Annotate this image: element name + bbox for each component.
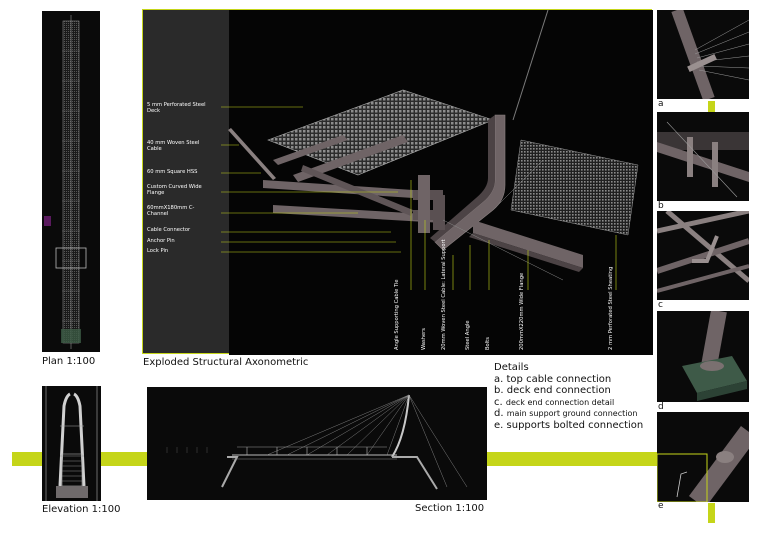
detail-b-svg (657, 121, 749, 198)
datum-stub (708, 503, 715, 523)
elevation-svg (45, 386, 98, 501)
details-item-a: a. top cable connection (494, 373, 612, 385)
details-item-d: d. main support ground connection (494, 408, 638, 419)
detail-e-image (656, 412, 758, 508)
label-angle-cable-tie: Angle Supporting Cable Tie (394, 279, 400, 350)
datum-band (487, 452, 660, 466)
label-perforated-deck: 5 mm Perforated Steel Deck (147, 102, 206, 114)
detail-d-letter: d (658, 402, 664, 412)
label-cable-connector: Cable Connector (147, 227, 191, 233)
detail-b-letter: b (658, 201, 664, 211)
plan-caption: Plan 1:100 (42, 356, 96, 367)
details-title: Details (494, 362, 529, 373)
label-lock-pin: Lock Pin (147, 248, 169, 254)
label-wide-flange: 200mmX220mm Wide Flange (519, 272, 525, 350)
datum-band (101, 452, 147, 466)
detail-a-image (657, 7, 750, 102)
elevation-caption: Elevation 1:100 (42, 504, 121, 515)
details-item-b: b. deck end connection (494, 385, 611, 396)
details-item-e: e. supports bolted connection (494, 419, 644, 431)
label-steel-angle: Steel Angle (465, 320, 471, 350)
detail-a-letter: a (658, 99, 664, 109)
section-drawing (147, 387, 487, 500)
label-lateral-cable: 20mm Woven Steel Cable: Lateral Support (441, 239, 447, 350)
label-anchor-pin: Anchor Pin (147, 238, 175, 244)
detail-b-image (657, 112, 749, 201)
detail-c-svg (656, 208, 751, 293)
detail-c-image (656, 208, 751, 300)
label-woven-cable: 40 mm Woven Steel Cable (147, 140, 200, 152)
label-square-hss: 60 mm Square HSS (147, 169, 198, 175)
label-perforated-sheathing: 2 mm Perforated Steel Sheating (608, 266, 614, 350)
detail-c-letter: c (658, 300, 663, 310)
datum-band (12, 452, 44, 466)
axonometric-svg (221, 10, 653, 355)
detail-a-svg (671, 7, 750, 102)
elevation-drawing (42, 386, 101, 501)
label-curved-flange: Custom Curved Wide Flange (147, 184, 202, 196)
plan-svg (44, 15, 87, 349)
label-c-channel: 60mmX180mm C-Channel (147, 205, 195, 217)
detail-e-letter: e (658, 501, 664, 511)
plan-drawing (42, 11, 100, 352)
detail-d-svg (682, 309, 747, 401)
details-item-c: c. deck end connection detail (494, 396, 615, 408)
detail-e-svg (656, 426, 758, 508)
axonometric-panel: 5 mm Perforated Steel Deck 40 mm Woven S… (142, 9, 653, 355)
axonometric-caption: Exploded Structural Axonometric (143, 357, 309, 368)
datum-stub (708, 101, 715, 113)
label-bolts: Bolts (485, 337, 491, 350)
section-svg (166, 394, 468, 490)
label-washers: Washers (421, 328, 427, 350)
details-legend: Details a. top cable connection b. deck … (494, 362, 643, 431)
detail-d-image (657, 309, 749, 402)
section-caption: Section 1:100 (415, 503, 485, 514)
